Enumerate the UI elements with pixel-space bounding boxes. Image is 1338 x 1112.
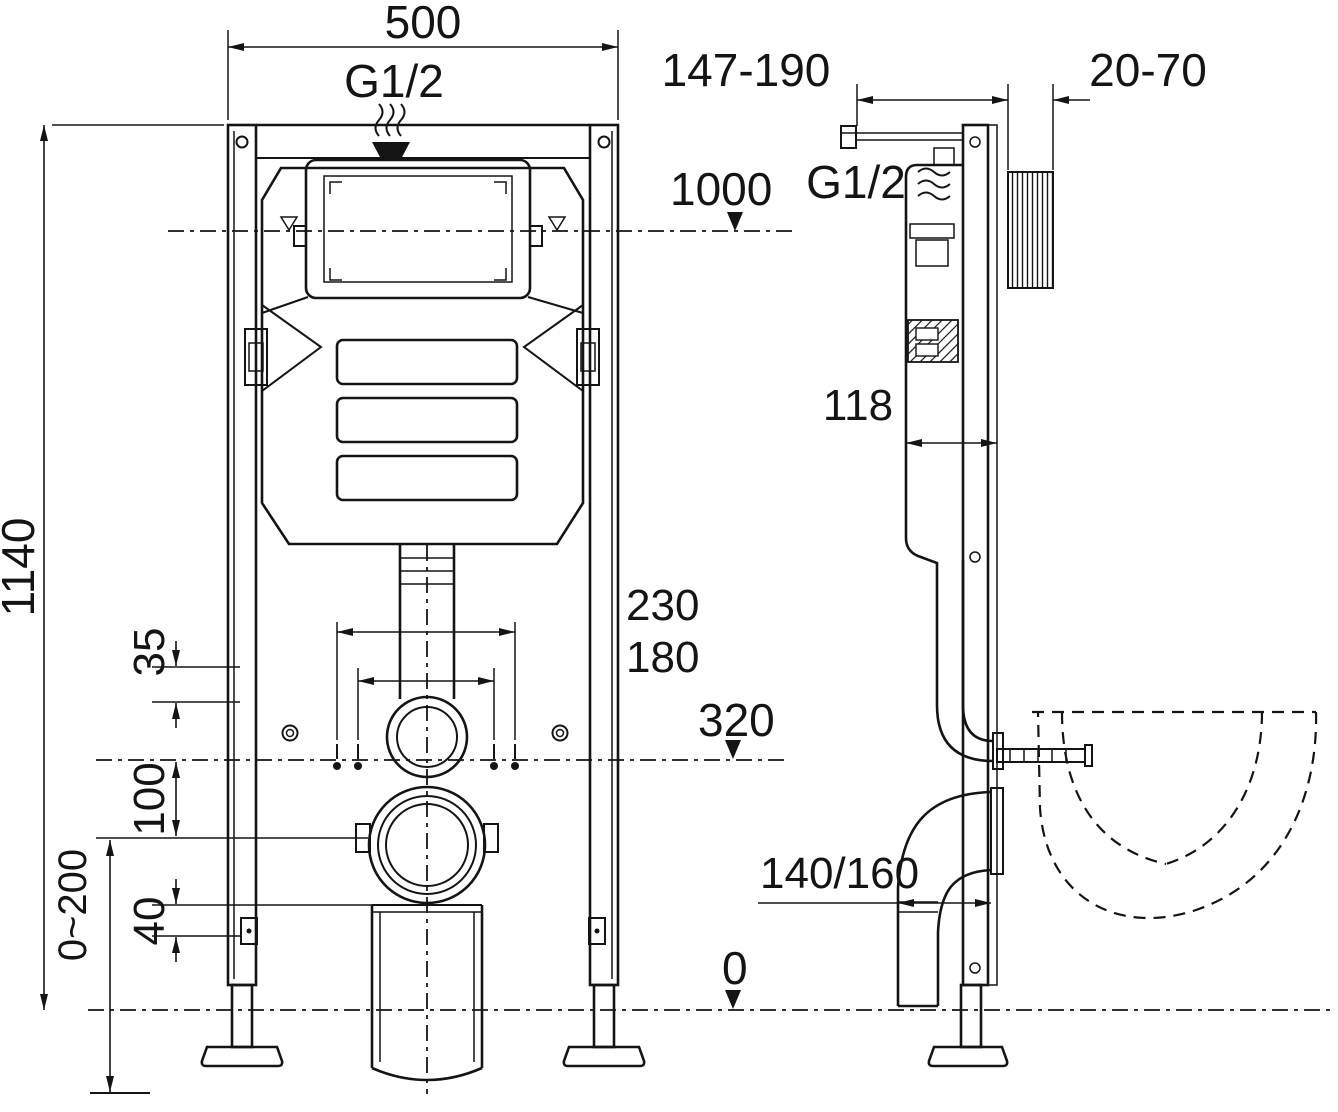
frame-hole [597,135,611,149]
dim-0-200-label: 0~200 [51,849,95,961]
level-arrow-icon [725,740,741,759]
flush-bend-connection [385,695,469,779]
level-0-label: 0 [722,942,748,994]
access-window [304,158,532,300]
foot-plate [200,1045,284,1068]
access-window-inner [323,175,513,283]
flush-valve [909,223,955,239]
cistern-slot [335,338,519,386]
side-g12-label: G1/2 [806,156,906,208]
dim-230-label: 230 [626,581,699,630]
fixing-hole [281,724,299,742]
dim-width-500: 500 [227,0,619,120]
dim-100-label: 100 [125,762,174,835]
front-view: 500 G1/2 [0,0,775,1094]
water-level-mark-icon [279,216,299,232]
foot-plate [927,1045,1009,1068]
side-clip [244,328,268,386]
level-1000-label: 1000 [670,163,772,215]
frame-leg [959,983,983,1049]
dim-40-label: 40 [125,897,174,946]
dim-180-label: 180 [626,633,699,682]
cistern-front [244,158,600,546]
dim-147-190-label: 147-190 [662,44,831,96]
fixing-hole [551,724,569,742]
dim-outlet-pipe: 140/160 [758,849,991,907]
window-corner-marks [329,181,507,281]
dim-1140-label: 1140 [0,518,44,617]
side-clip [576,328,600,386]
supply-valve [840,125,857,149]
dim-500-label: 500 [385,0,462,48]
level-labels: 1000 320 0 [670,163,775,1009]
drain-pipe [370,904,484,1082]
drain-elbow [896,787,1004,1008]
level-320-label: 320 [698,694,775,746]
water-level-mark-icon [547,216,567,232]
dim-bolt-spans: 230 180 [336,581,699,740]
level-arrow-icon [725,990,741,1009]
dim-20-70-label: 20-70 [1089,44,1207,96]
level-lines [88,230,1332,1094]
hot-water-icon [917,167,951,201]
toilet-bowl-outline [1032,710,1318,920]
level-arrow-icon [727,212,743,231]
dim-118: 118 [823,381,997,447]
pipes-front [281,544,569,1082]
side-view: 147-190 20-70 G1/2 [662,44,1318,1068]
cistern-side [904,147,1004,770]
hot-water-icon [374,103,406,137]
frame-leg [592,983,616,1049]
foot-plate [562,1045,646,1068]
window-tab [293,225,307,247]
frame-anchor [588,917,606,945]
cistern-slot [335,454,519,502]
window-tab [529,225,543,247]
dim-35-label: 35 [125,628,174,677]
dim-118-label: 118 [823,381,893,430]
dim-left-chain: 1140 35 100 40 0~200 [0,124,372,1094]
side-frame-rail [927,123,1054,1068]
frame-leg [230,983,254,1049]
dim-140-160-label: 140/160 [760,849,919,898]
fill-valve-inlet [933,147,955,166]
mounting-frame [200,123,646,1068]
mounting-stud [996,744,1093,767]
dim-depth-range: 147-190 20-70 [662,44,1207,170]
cistern-slot [335,396,519,444]
front-supply-connection: G1/2 [344,55,444,161]
frame-hole [235,135,249,149]
front-g12-label: G1/2 [344,55,444,107]
notch-left [261,304,323,392]
wall-finish-block [1007,171,1054,289]
mounting-bolts [333,744,519,770]
notch-right [522,304,584,392]
side-supply-connection: G1/2 [806,125,963,208]
supply-inlet-icon [372,142,410,161]
drain-clip [483,823,499,853]
frame-anchor [240,917,258,945]
